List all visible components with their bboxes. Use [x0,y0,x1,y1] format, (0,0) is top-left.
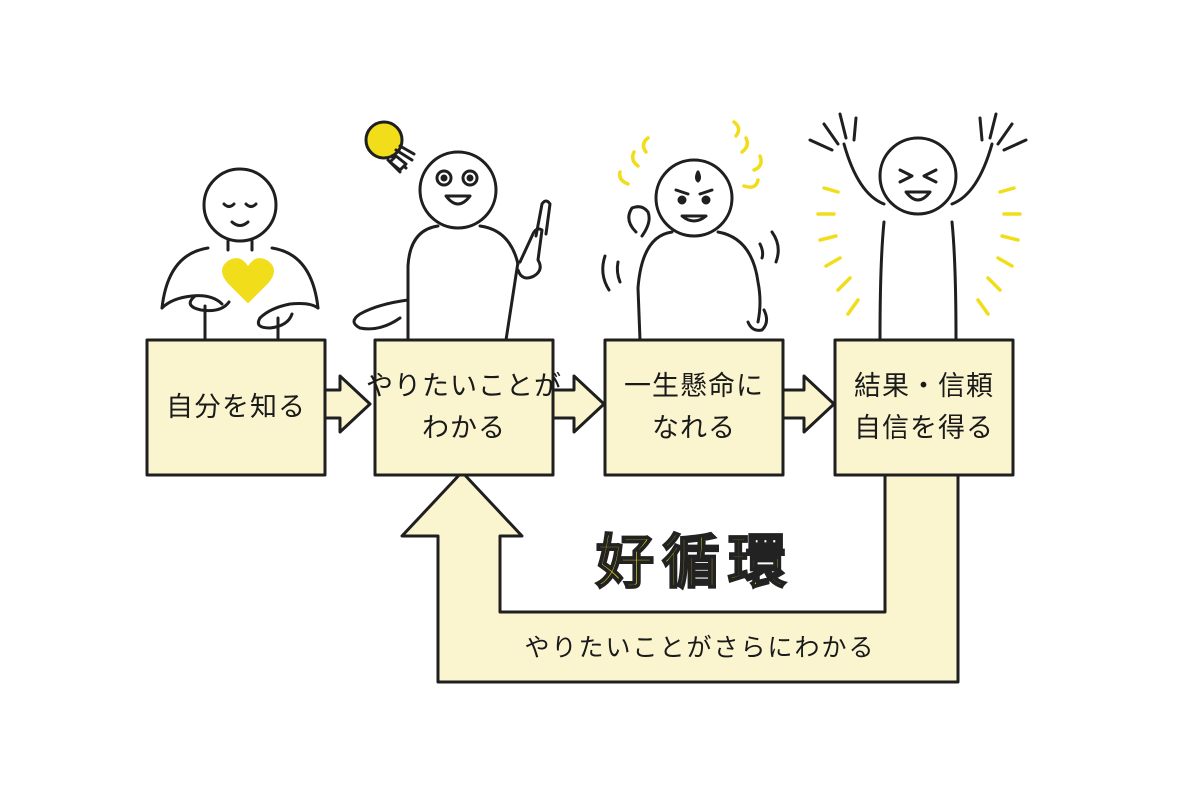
light-bulb-icon [364,120,416,174]
step-box-1 [145,338,327,477]
step-label-1: 自分を知る [147,340,325,475]
step-4-line-1: 結果・信頼 [854,370,994,402]
figure-idea [352,150,552,342]
step-4-line-2: 自信を得る [854,412,994,444]
loop-caption: やりたいことがさらにわかる [524,633,876,662]
step-label-3: 一生懸命に なれる [605,340,783,475]
sparkle-icon [816,186,1022,316]
figure-self-knowing [160,167,320,342]
step-2-line-1: やりたいことが [366,370,562,402]
step-box-3 [603,338,785,477]
step-2-line-2: わかる [422,412,506,444]
arrow-2-to-3 [551,374,606,434]
step-1-line-1: 自分を知る [166,391,306,423]
figure-effort [601,158,780,342]
arrow-1-to-2 [323,374,372,434]
sweat-drop-icon [617,120,763,189]
figure-celebrate [808,112,1028,342]
loop-arrow [400,470,960,684]
step-label-4: 結果・信頼 自信を得る [835,340,1013,475]
step-3-line-2: なれる [652,412,736,444]
step-box-2 [373,338,555,477]
virtuous-cycle-headline: 好循環 [595,527,794,597]
heart-icon [222,258,274,303]
step-3-line-1: 一生懸命に [624,370,764,402]
step-label-2: やりたいことが わかる [366,340,561,475]
arrow-3-to-4 [781,374,836,434]
step-box-4 [833,338,1015,477]
